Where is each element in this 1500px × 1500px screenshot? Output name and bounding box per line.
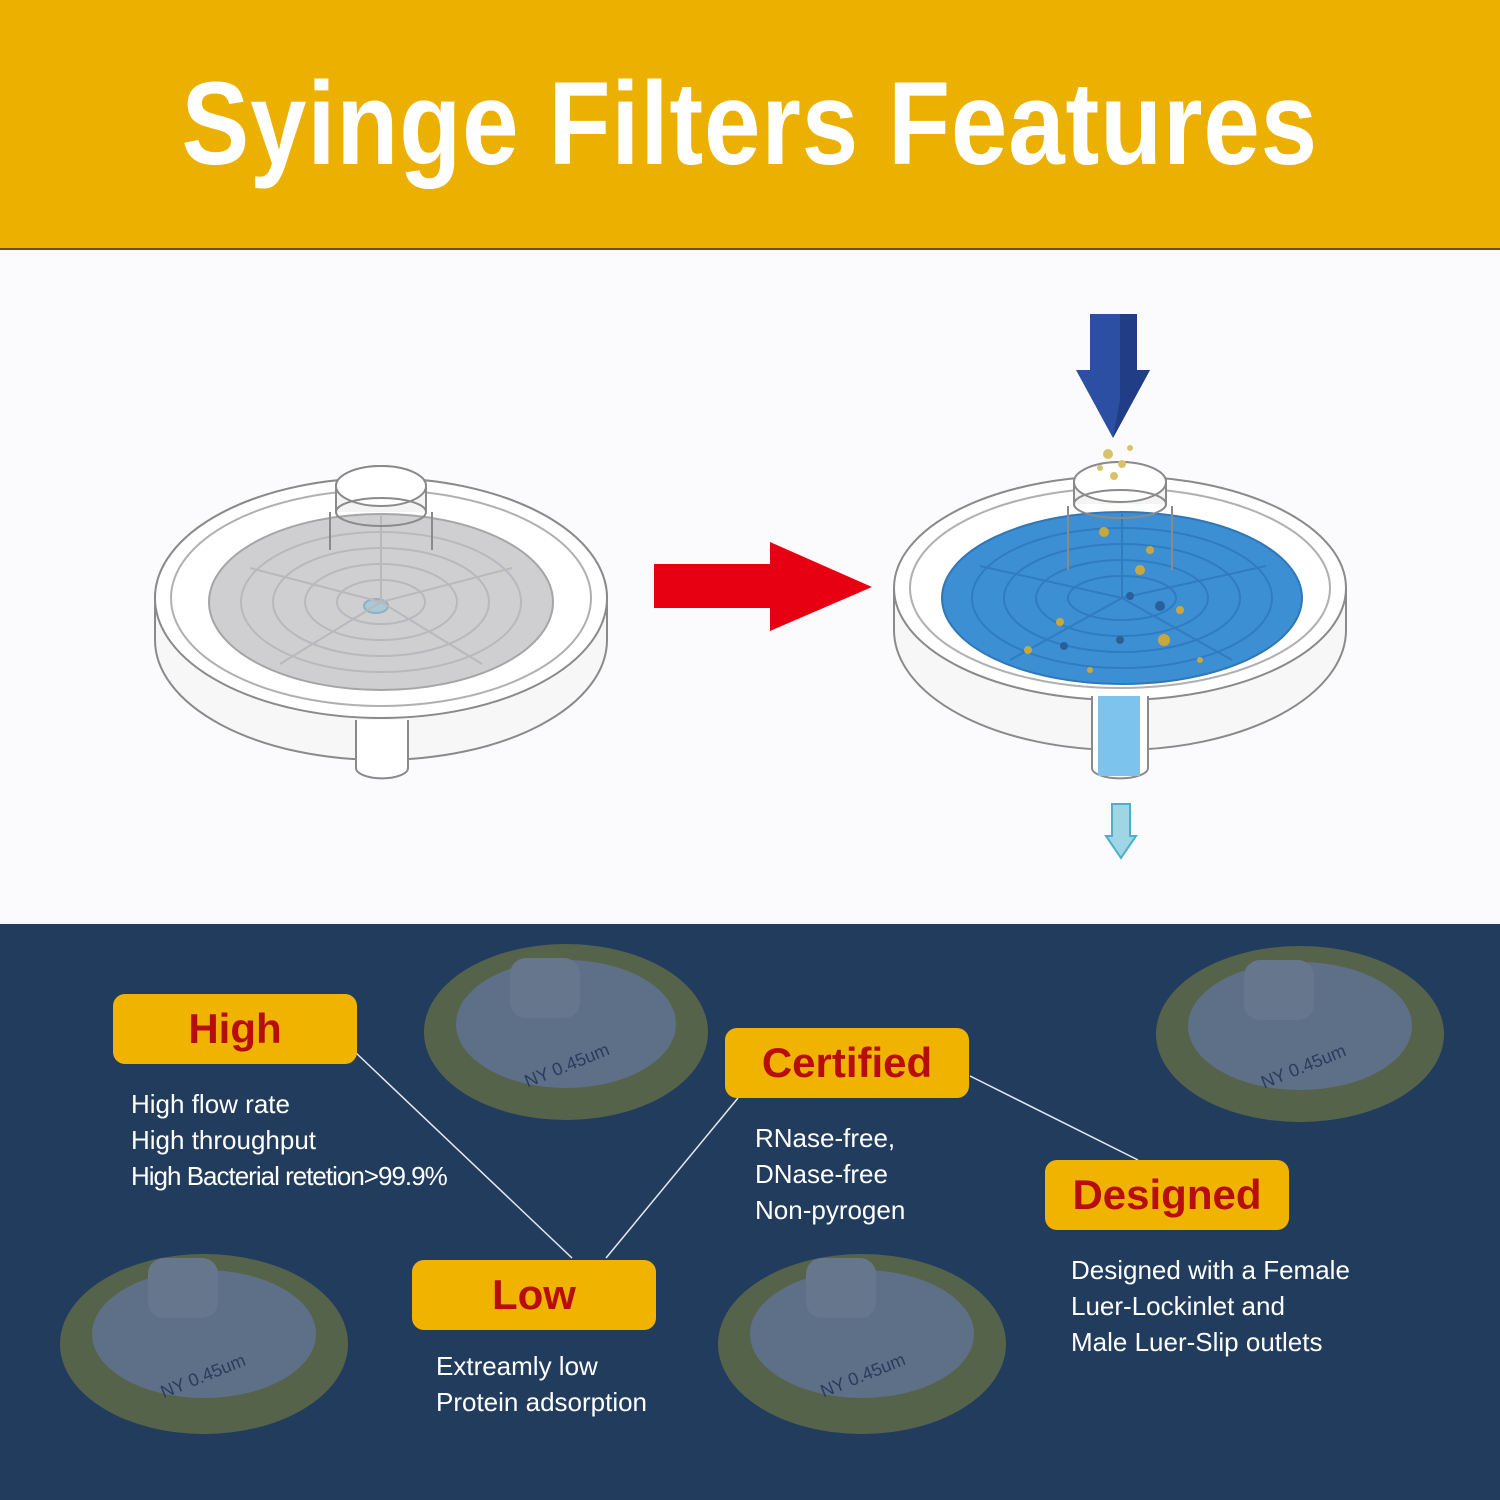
panel-background-svg: NY 0.45um NY 0.45um NY 0.45um NY 0.45um [60, 944, 1444, 1434]
small-down-arrow-icon [1104, 803, 1138, 860]
feature-line: Non-pyrogen [755, 1195, 906, 1225]
feature-line: RNase-free, [755, 1123, 896, 1153]
clean-filter-image [154, 465, 608, 780]
red-right-arrow-icon [654, 542, 872, 631]
feature-tag-low: Low [412, 1260, 656, 1330]
feature-tag-high: High [113, 994, 357, 1064]
features-panel: NY 0.45um NY 0.45um NY 0.45um NY 0.45um [0, 924, 1500, 1500]
feature-line: High flow rate [131, 1089, 290, 1119]
syringe-filter-icon: NY 0.45um [718, 1254, 1006, 1434]
feature-line: Protein adsorption [436, 1387, 648, 1417]
feature-desc-high: High flow rate High throughput High Bact… [131, 1086, 448, 1194]
feature-tag-certified: Certified [725, 1028, 969, 1098]
feature-desc-designed: Designed with a Female Luer-Lockinlet an… [1071, 1252, 1350, 1360]
feature-tag-designed: Designed [1045, 1160, 1289, 1230]
droplets [1097, 445, 1133, 480]
page-title: Syinge Filters Features [181, 58, 1319, 190]
feature-line: High Bacterial retetion>99.9% [131, 1161, 448, 1191]
feature-desc-certified: RNase-free, DNase-free Non-pyrogen [755, 1120, 905, 1228]
feature-line: High throughput [131, 1125, 317, 1155]
feature-line: DNase-free [755, 1159, 888, 1189]
feature-line: Designed with a Female [1071, 1255, 1350, 1285]
syringe-filter-icon: NY 0.45um [424, 944, 708, 1120]
filtering-filter-image [893, 461, 1347, 780]
feature-line: Male Luer-Slip outlets [1071, 1327, 1323, 1357]
feature-line: Extreamly low [436, 1351, 598, 1381]
filtration-illustration [0, 250, 1500, 924]
feature-line: Luer-Lockinlet and [1071, 1291, 1285, 1321]
illustration-svg [154, 314, 1347, 860]
feature-desc-low: Extreamly low Protein adsorption [436, 1348, 647, 1420]
connector-lines [354, 1051, 1139, 1259]
header-banner: Syinge Filters Features [0, 0, 1500, 250]
syringe-filter-icon: NY 0.45um [60, 1254, 348, 1434]
blue-down-arrow-icon [1076, 314, 1150, 438]
syringe-filter-icon: NY 0.45um [1156, 946, 1444, 1122]
